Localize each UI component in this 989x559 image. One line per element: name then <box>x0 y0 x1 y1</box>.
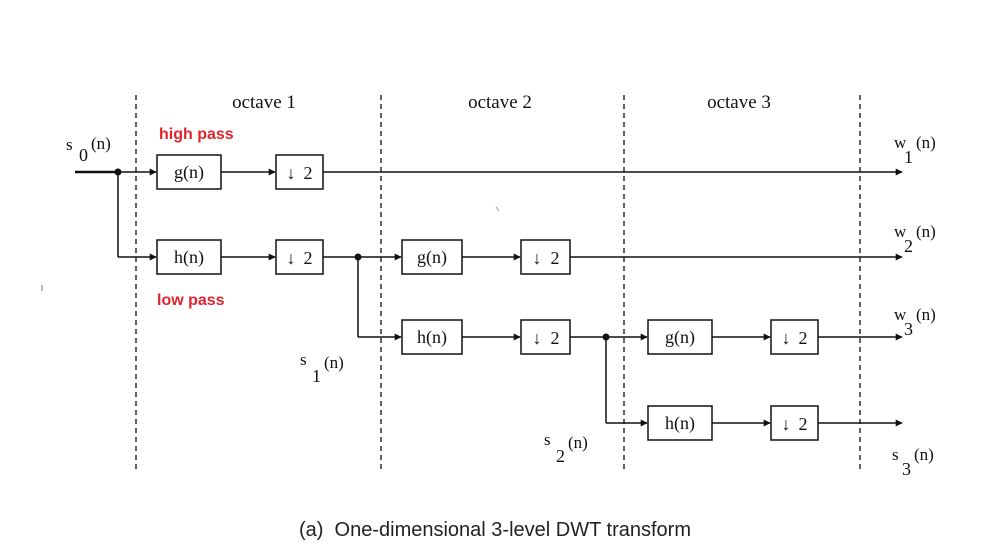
input-signal-base: s <box>66 135 73 154</box>
downsampler-h-octave-3: ↓ 2 <box>770 405 819 441</box>
high-pass-label: high pass <box>159 126 234 143</box>
w2-sub: 2 <box>904 236 913 256</box>
w2-base: w <box>894 222 907 241</box>
downsample-arrow: ↓ <box>533 328 542 348</box>
downsampler-g-octave-3: ↓ 2 <box>770 319 819 355</box>
s3-sub: 3 <box>902 459 911 479</box>
s2-label: s 2 (n) <box>544 430 588 466</box>
w3-label: w 3 (n) <box>894 305 936 339</box>
filter-g-octave-2: g(n) <box>401 239 463 275</box>
input-signal-arg: (n) <box>91 134 111 153</box>
w3-sub: 3 <box>904 319 913 339</box>
w1-label: w 1 (n) <box>894 133 936 167</box>
junction-dot-1 <box>114 168 122 176</box>
junction-dot-2 <box>354 253 362 261</box>
low-pass-label: low pass <box>157 292 225 309</box>
downsample-factor: 2 <box>304 163 313 183</box>
w3-base: w <box>894 305 907 324</box>
s2-sub: 2 <box>556 446 565 466</box>
downsample-factor: 2 <box>551 248 560 268</box>
downsample-arrow: ↓ <box>533 248 542 268</box>
s1-base: s <box>300 350 307 369</box>
s1-sub: 1 <box>312 366 321 386</box>
downsample-arrow: ↓ <box>782 414 791 434</box>
filter-g-octave-2-label: g(n) <box>417 247 447 268</box>
downsample-factor: 2 <box>304 248 313 268</box>
s1-label: s 1 (n) <box>300 350 344 386</box>
downsample-factor: 2 <box>799 328 808 348</box>
filter-g-octave-3-label: g(n) <box>665 327 695 348</box>
octave-2-label: octave 2 <box>468 92 532 113</box>
input-signal-sub: 0 <box>79 145 88 165</box>
downsample-arrow: ↓ <box>287 163 296 183</box>
scan-artifact-mark <box>495 206 500 212</box>
octave-3-label: octave 3 <box>707 92 771 113</box>
s3-base: s <box>892 445 899 464</box>
downsample-arrow: ↓ <box>782 328 791 348</box>
filter-h-octave-1-label: h(n) <box>174 247 204 268</box>
junction-dot-3 <box>602 333 610 341</box>
filter-g-octave-1-label: g(n) <box>174 162 204 183</box>
filter-h-octave-1: h(n) <box>156 239 222 275</box>
w1-arg: (n) <box>916 133 936 152</box>
filter-h-octave-3-label: h(n) <box>665 413 695 434</box>
filter-g-octave-3: g(n) <box>647 319 713 355</box>
filter-g-octave-1: g(n) <box>156 154 222 190</box>
downsampler-h-octave-2: ↓ 2 <box>520 319 571 355</box>
s1-arg: (n) <box>324 353 344 372</box>
downsampler-h-octave-1: ↓ 2 <box>275 239 324 275</box>
downsample-factor: 2 <box>799 414 808 434</box>
s2-arg: (n) <box>568 433 588 452</box>
w2-arg: (n) <box>916 222 936 241</box>
downsample-factor: 2 <box>551 328 560 348</box>
w1-base: w <box>894 133 907 152</box>
downsampler-g-octave-2: ↓ 2 <box>520 239 571 275</box>
w3-arg: (n) <box>916 305 936 324</box>
filter-h-octave-3: h(n) <box>647 405 713 441</box>
input-signal-label: s 0 (n) <box>66 134 111 165</box>
figure-caption: (a) One-dimensional 3-level DWT transfor… <box>299 519 691 541</box>
filter-h-octave-2-label: h(n) <box>417 327 447 348</box>
s2-base: s <box>544 430 551 449</box>
filter-h-octave-2: h(n) <box>401 319 463 355</box>
s3-label: s 3 (n) <box>892 445 934 479</box>
downsampler-g-octave-1: ↓ 2 <box>275 154 324 190</box>
w2-label: w 2 (n) <box>894 222 936 256</box>
octave-1-label: octave 1 <box>232 92 296 113</box>
downsample-arrow: ↓ <box>287 248 296 268</box>
w1-sub: 1 <box>904 147 913 167</box>
s3-arg: (n) <box>914 445 934 464</box>
